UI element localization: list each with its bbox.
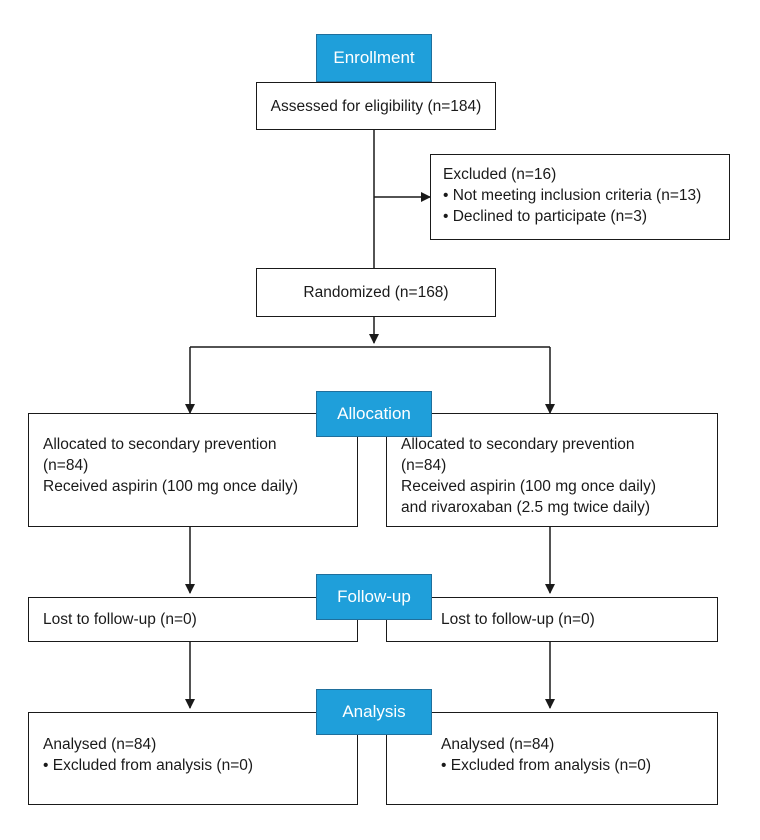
- excluded-title: Excluded (n=16): [443, 166, 557, 183]
- right-followup-text: Lost to follow-up (n=0): [441, 611, 595, 628]
- stage-followup: Follow-up: [316, 574, 432, 620]
- right-allocation-line: Allocated to secondary prevention: [401, 436, 635, 453]
- excluded-item: • Declined to participate (n=3): [443, 208, 648, 225]
- left-allocation-line: Received aspirin (100 mg once daily): [43, 478, 299, 495]
- stage-allocation-label: Allocation: [337, 404, 411, 423]
- right-analysis-box: Analysed (n=84) • Excluded from analysis…: [386, 712, 718, 805]
- assessed-box: Assessed for eligibility (n=184): [256, 82, 496, 130]
- stage-allocation: Allocation: [316, 391, 432, 437]
- left-allocation-box: Allocated to secondary prevention (n=84)…: [28, 413, 358, 527]
- left-allocation-line: Allocated to secondary prevention: [43, 436, 277, 453]
- excluded-box: Excluded (n=16) • Not meeting inclusion …: [430, 154, 730, 240]
- left-analysis-line: Analysed (n=84): [43, 736, 157, 753]
- left-analysis-box: Analysed (n=84) • Excluded from analysis…: [28, 712, 358, 805]
- left-followup-text: Lost to follow-up (n=0): [43, 611, 197, 628]
- right-allocation-line: and rivaroxaban (2.5 mg twice daily): [401, 499, 650, 516]
- left-analysis-line: • Excluded from analysis (n=0): [43, 757, 254, 774]
- assessed-text: Assessed for eligibility (n=184): [270, 97, 482, 115]
- randomized-text: Randomized (n=168): [303, 284, 449, 301]
- right-followup-box: Lost to follow-up (n=0): [386, 597, 718, 642]
- stage-enrollment-label: Enrollment: [333, 48, 415, 67]
- randomized-box: Randomized (n=168): [256, 268, 496, 317]
- stage-enrollment: Enrollment: [316, 34, 432, 82]
- right-analysis-line: • Excluded from analysis (n=0): [441, 757, 652, 774]
- right-analysis-line: Analysed (n=84): [441, 736, 555, 753]
- right-allocation-line: (n=84): [401, 457, 447, 474]
- stage-analysis: Analysis: [316, 689, 432, 735]
- left-allocation-line: (n=84): [43, 457, 89, 474]
- right-allocation-line: Received aspirin (100 mg once daily): [401, 478, 657, 495]
- stage-analysis-label: Analysis: [342, 702, 406, 721]
- excluded-item: • Not meeting inclusion criteria (n=13): [443, 187, 702, 204]
- right-allocation-box: Allocated to secondary prevention (n=84)…: [386, 413, 718, 527]
- left-followup-box: Lost to follow-up (n=0): [28, 597, 358, 642]
- stage-followup-label: Follow-up: [337, 587, 411, 606]
